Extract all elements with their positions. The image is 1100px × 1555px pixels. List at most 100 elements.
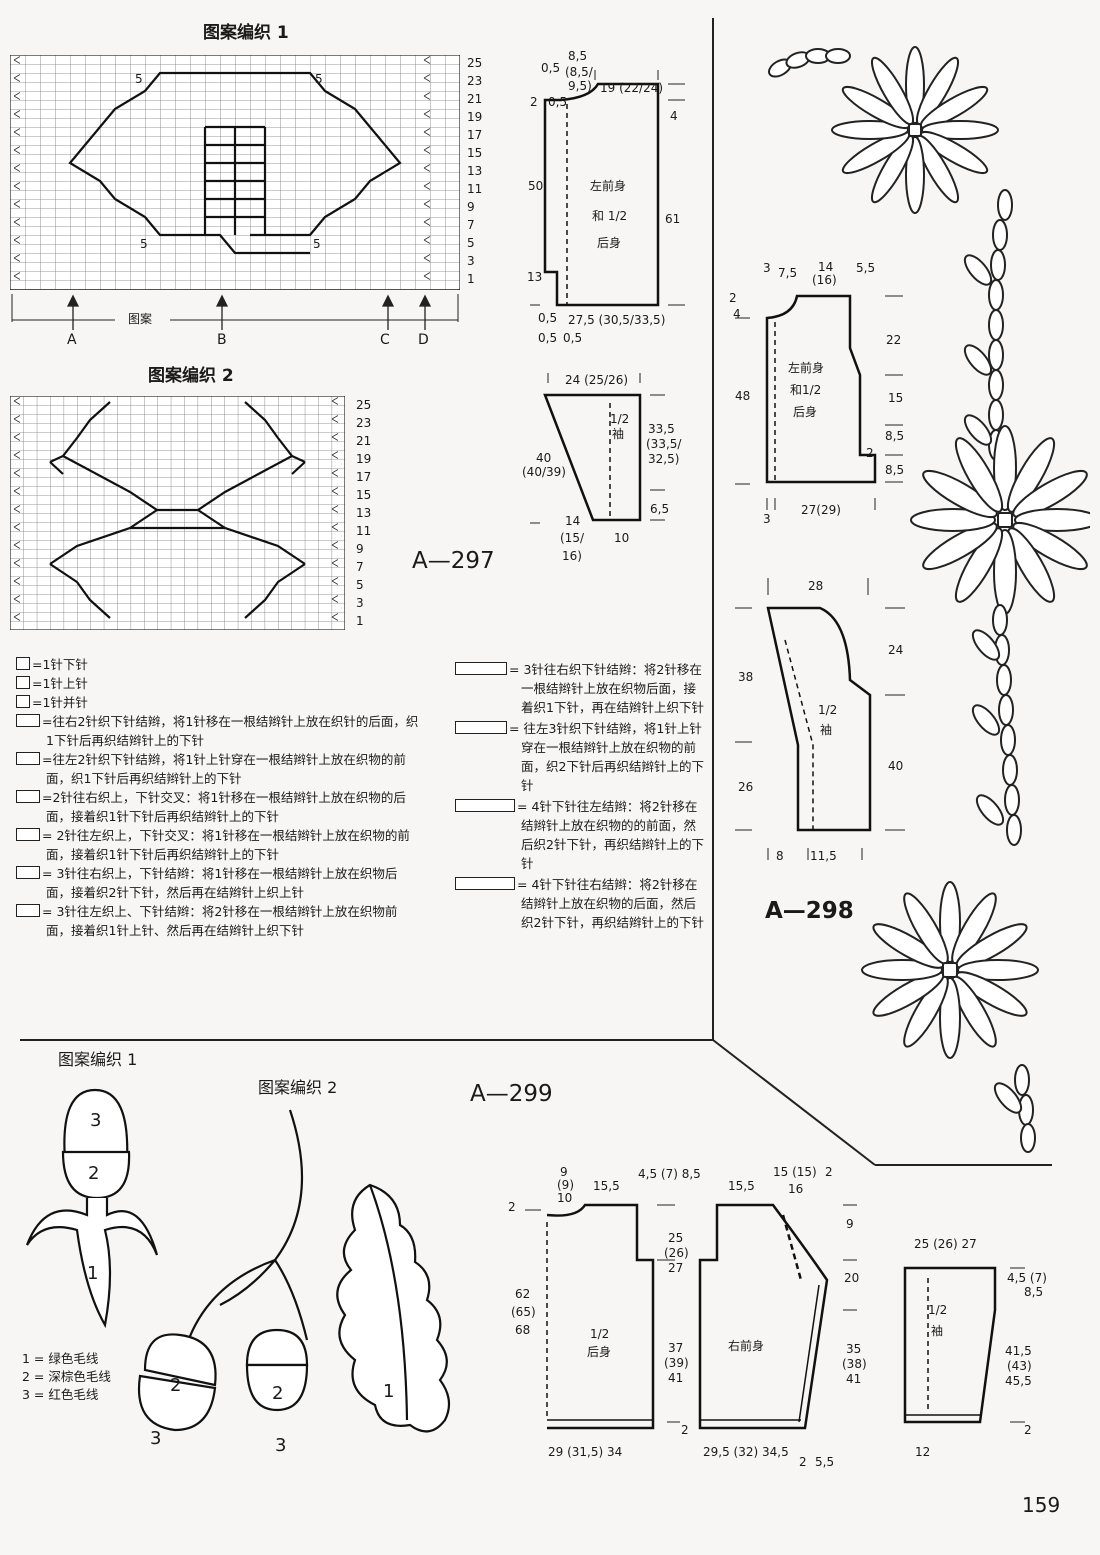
page-number: 159 — [1022, 1493, 1061, 1517]
row-number: 13 — [467, 164, 483, 178]
dim: 38 — [738, 670, 754, 684]
dim: 15 — [888, 391, 904, 405]
dim: 24 (25/26) — [565, 373, 629, 387]
dim: 25 (26) 27 — [914, 1237, 977, 1251]
legend-item: = 4针下针往左结辫：将2针移在结辫针上放在织物的的前面，然后织2针下针，再织结… — [455, 797, 705, 873]
dim: 15,5 — [728, 1179, 755, 1193]
a297-label: 左前身 — [590, 179, 627, 193]
chart1-pattern-label: 图案 — [128, 312, 153, 326]
color-legend-item: 1 = 绿色毛线 — [22, 1351, 99, 1366]
marker-a: A — [67, 332, 77, 348]
dim: 33,5 — [648, 422, 675, 436]
legend-item: = 4针下针往右结辫：将2针移在结辫针上放在织物的后面，然后织2针下针，再织结辫… — [455, 875, 705, 932]
code-a297: A—297 — [412, 548, 495, 574]
dim: 40 — [888, 759, 904, 773]
row-number: 25 — [356, 398, 372, 412]
chart1-markers — [11, 294, 459, 330]
legend-left: =1针下针 =1针上针 =1针并针 =往右2针织下针结辫，将1针移在一根结辫针上… — [16, 655, 421, 940]
dim: 2 — [530, 95, 538, 109]
cable3-knit-left-icon — [455, 721, 507, 734]
dim: 22 — [886, 333, 902, 347]
motif-number: 1 — [383, 1381, 395, 1402]
dim: 8,5 — [568, 49, 588, 63]
dim: 27 — [668, 1261, 684, 1275]
a299-schematics — [525, 1203, 1025, 1430]
cross-left-icon — [16, 828, 40, 841]
dim: 2 — [681, 1423, 689, 1437]
dim: 26 — [738, 780, 754, 794]
dim: (16) — [812, 273, 837, 287]
color-legend: 1 = 绿色毛线 2 = 深棕色毛线 3 = 红色毛线 — [22, 1350, 111, 1404]
row-number: 21 — [356, 434, 372, 448]
row-number: 1 — [356, 614, 364, 628]
dim: 2 — [729, 291, 737, 305]
legend-item: =1针上针 — [16, 674, 421, 693]
a298-body-schematic — [735, 294, 903, 510]
legend-item: = 往左3针织下针结辫，将1针上针穿在一根结辫针上放在织物的前面，织2下针后再织… — [455, 719, 705, 795]
dim: 37 — [668, 1341, 684, 1355]
dim: (9) — [557, 1178, 574, 1192]
dim: 4 — [733, 307, 741, 321]
legend-item: = 3针往右织上，下针结辫：将1针移在一根结辫针上放在织物后面，接着织2针下针，… — [16, 864, 421, 902]
dim: 14 — [818, 260, 834, 274]
dim: 41 — [846, 1372, 862, 1386]
legend-item: = 3针往右织下针结辫：将2针移在一根结辫针上放在织物后面，接着织1下针，再在结… — [455, 660, 705, 717]
a299-sleeve-label: 袖 — [931, 1324, 944, 1338]
flower-border-illustration — [768, 46, 1090, 1153]
dim: 10 — [557, 1191, 573, 1205]
cable-right-icon — [16, 714, 40, 727]
dim: 8 — [776, 849, 784, 863]
a298-sleeve-label: 袖 — [820, 723, 833, 737]
marker-d: D — [418, 332, 429, 348]
row-number: 15 — [467, 146, 483, 160]
dim: 25 — [668, 1231, 684, 1245]
marker-b: B — [217, 332, 227, 348]
dim: 15 (15) — [773, 1165, 817, 1179]
dim: 16) — [562, 549, 582, 563]
row-number: 17 — [467, 128, 483, 142]
a298-label: 左前身 — [788, 361, 825, 375]
dim: 68 — [515, 1323, 531, 1337]
dim: 3 — [763, 512, 771, 526]
cable4-left-icon — [455, 799, 515, 812]
chart2-grid — [10, 396, 345, 630]
a298-sleeve-label: 1/2 — [818, 703, 838, 717]
motif-number: 3 — [150, 1428, 162, 1449]
dim: 14 — [565, 514, 581, 528]
cross-right-icon — [16, 790, 40, 803]
a297-sleeve-label: 袖 — [612, 427, 625, 441]
dim: 16 — [788, 1182, 804, 1196]
cable-left-icon — [16, 752, 40, 765]
dim: 41,5 — [1005, 1344, 1032, 1358]
dim: 61 — [665, 212, 681, 226]
a298-label: 和1/2 — [790, 383, 822, 397]
chart1-grid — [10, 55, 460, 290]
a299-back-label: 1/2 — [590, 1327, 610, 1341]
code-a299: A—299 — [470, 1081, 553, 1107]
row-number: 23 — [467, 74, 483, 88]
knit-symbol-icon — [16, 657, 30, 670]
row-number: 9 — [356, 542, 364, 556]
dim: 29 (31,5) 34 — [548, 1445, 623, 1459]
row-number: 25 — [467, 56, 483, 70]
dim: (26) — [664, 1246, 689, 1260]
a299-motif2-title: 图案编织 2 — [258, 1078, 338, 1097]
dim: 48 — [735, 389, 751, 403]
dim: 35 — [846, 1342, 862, 1356]
dim: 5,5 — [815, 1455, 835, 1469]
cable3-right-icon — [16, 866, 40, 879]
dim: 2 — [1024, 1423, 1032, 1437]
row-number: 17 — [356, 470, 372, 484]
a297-sleeve-schematic — [530, 373, 665, 524]
chart2-row-numbers: 25 23 21 19 17 15 13 11 9 7 5 3 1 — [356, 398, 386, 632]
row-number: 21 — [467, 92, 483, 106]
legend-item: = 3针往左织上、下针结辫：将2针移在一根结辫针上放在织物前面，接着织1针上针、… — [16, 902, 421, 940]
a299-motif-illustration — [25, 1088, 451, 1433]
cable4-right-icon — [455, 877, 515, 890]
dim: 24 — [888, 643, 904, 657]
color-legend-item: 3 = 红色毛线 — [22, 1387, 99, 1402]
dim: 4 — [670, 109, 678, 123]
dim: 29,5 (32) 34,5 — [703, 1445, 789, 1459]
chart2-title: 图案编织 2 — [148, 366, 234, 386]
dim: 13 — [527, 270, 543, 284]
